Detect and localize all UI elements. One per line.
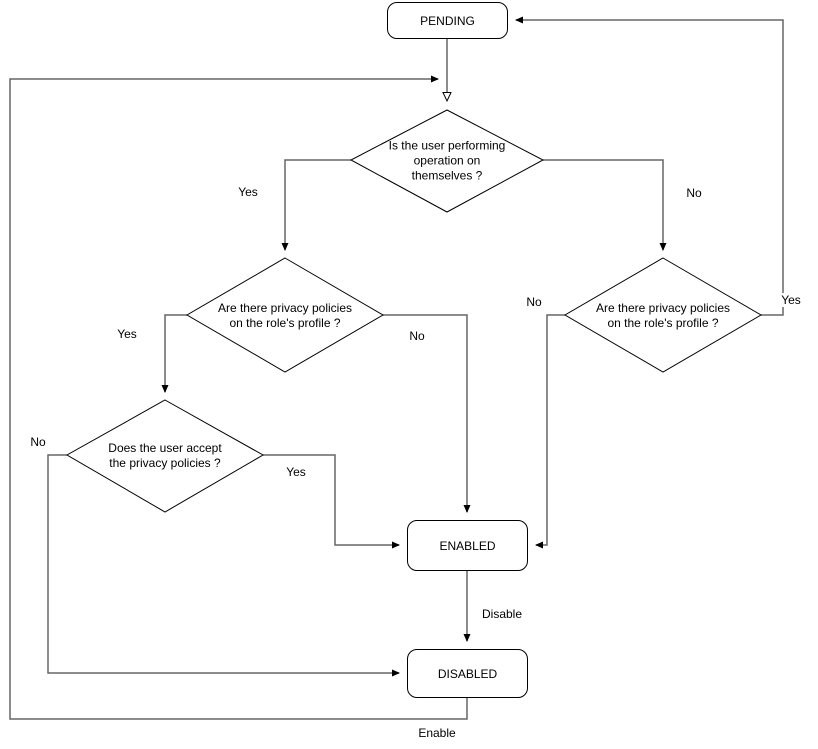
edge-privacy-left-yes-to-accept [161,314,187,393]
decision-privacy-left-shape [186,257,384,373]
edge-self-yes-to-privacy-left [281,159,351,251]
edge-label-privacy-right-no: No [525,295,543,309]
node-pending: PENDING [387,2,508,39]
edge-disabled-enable-loop [9,75,468,720]
edge-label-self-yes: Yes [237,185,259,199]
edge-label-disable: Disable [480,607,524,621]
edge-privacy-right-no-to-enabled [535,314,565,549]
node-disabled-label: DISABLED [437,666,498,681]
edge-accept-no-to-disabled [47,454,400,677]
node-enabled-label: ENABLED [439,538,496,553]
node-enabled: ENABLED [407,520,528,571]
edge-privacy-left-no-to-enabled [383,314,471,513]
edge-label-privacy-left-yes: Yes [116,327,138,341]
edge-label-accept-no: No [29,435,47,449]
node-disabled: DISABLED [407,649,528,698]
edge-label-accept-yes: Yes [285,465,307,479]
edge-label-privacy-right-yes: Yes [780,293,802,307]
node-pending-label: PENDING [420,13,475,28]
edge-privacy-right-yes-to-pending [515,16,784,316]
edge-accept-yes-to-enabled [263,454,400,549]
decision-privacy-right-shape [564,257,762,373]
decision-accept-shape [65,399,265,513]
edge-label-self-no: No [685,186,703,200]
edge-label-privacy-left-no: No [408,329,426,343]
decision-self-operation-shape [349,109,545,213]
edge-label-enable: Enable [417,726,457,740]
edge-self-no-to-privacy-right [543,159,667,251]
